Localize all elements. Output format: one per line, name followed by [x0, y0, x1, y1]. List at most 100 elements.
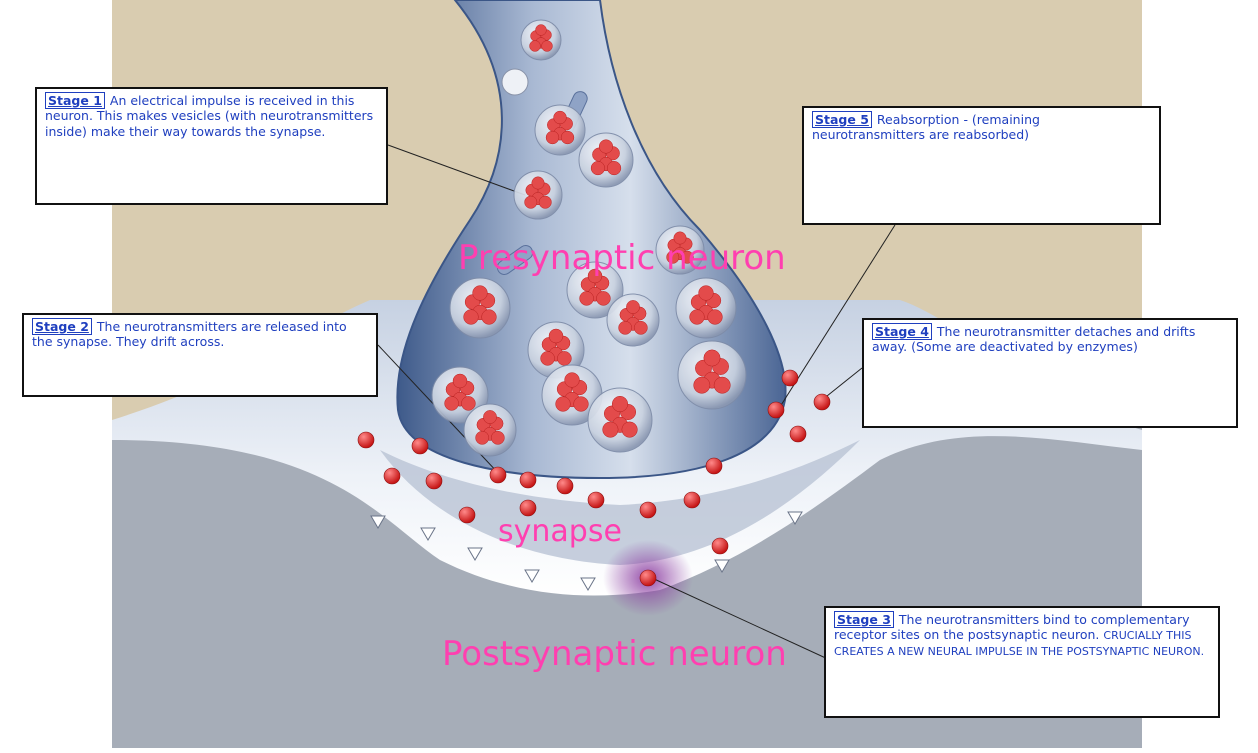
synaptic-cleft [380, 440, 860, 565]
neurotransmitter [683, 491, 701, 509]
vesicle [677, 340, 747, 410]
stage-5-tag: Stage 5 [812, 111, 872, 128]
vesicle-content [472, 285, 488, 301]
vesicle-content [564, 372, 580, 388]
vesicle-content [461, 396, 476, 411]
vesicle-content [463, 309, 479, 325]
vesicle [578, 132, 634, 188]
vesicle-content [587, 268, 603, 284]
synapse-label: synapse [498, 514, 622, 549]
neurotransmitter [556, 477, 574, 495]
neurotransmitter [705, 457, 723, 475]
vesicle-content [481, 309, 497, 325]
vesicle [566, 261, 624, 319]
vesicle-content [540, 351, 555, 366]
vesicle-content [557, 351, 572, 366]
receptor-site [524, 569, 540, 583]
neurotransmitter [411, 437, 429, 455]
vesicle [606, 293, 660, 347]
neurotransmitter [639, 501, 657, 519]
leader-line-stage-1 [387, 144, 526, 196]
empty-vesicle [501, 68, 529, 96]
vesicle-content [598, 139, 614, 154]
mitochondrion [496, 245, 534, 275]
stage-3-tag: Stage 3 [834, 611, 894, 628]
presynaptic-label: Presynaptic neuron [458, 238, 786, 278]
vesicle-content [689, 309, 705, 325]
vesicle [655, 225, 705, 275]
vesicle-content [596, 291, 611, 306]
stage-3-text: The neurotransmitters bind to complement… [834, 612, 1190, 643]
vesicle-content [673, 231, 687, 245]
neurotransmitter [425, 472, 443, 490]
vesicle-content [535, 24, 547, 36]
stage-1-tag: Stage 1 [45, 92, 105, 109]
leader-line-stage-3 [651, 577, 831, 661]
vesicle-content [553, 110, 567, 125]
vesicle-content [475, 430, 490, 445]
neurotransmitter [639, 569, 657, 587]
vesicle [520, 19, 562, 61]
neurotransmitter [383, 467, 401, 485]
vesicle [463, 403, 517, 457]
vesicle-content [618, 320, 633, 335]
neurotransmitter [519, 471, 537, 489]
vesicle-content [573, 396, 589, 412]
neurotransmitter [711, 537, 729, 555]
stage-2-text: The neurotransmitters are released into … [32, 319, 347, 350]
vesicle-content [545, 130, 560, 145]
vesicle-group [431, 19, 747, 457]
receptor-site [370, 515, 386, 529]
vesicle [527, 321, 585, 379]
vesicle-content [703, 349, 721, 367]
neurotransmitter [813, 393, 831, 411]
vesicle-content [590, 161, 605, 176]
vesicle-content [541, 40, 553, 52]
neurotransmitter [587, 491, 605, 509]
neurotransmitter [767, 401, 785, 419]
vesicle-content [713, 376, 731, 394]
stage-4-text: The neurotransmitter detaches and drifts… [872, 324, 1196, 355]
vesicle-content [555, 396, 571, 412]
vesicle [675, 277, 737, 339]
stage-3-emphasis: CRUCIALLY THIS CREATES A NEW NEURAL IMPU… [834, 629, 1205, 658]
vesicle-content [611, 395, 629, 413]
vesicle-content [666, 250, 680, 264]
vesicle-content [524, 195, 538, 209]
postsynaptic-label: Postsynaptic neuron [442, 634, 787, 674]
vesicle [587, 387, 653, 453]
vesicle-content [529, 40, 541, 52]
receptor-site [714, 559, 730, 573]
neurotransmitter [519, 499, 537, 517]
vesicle-content [490, 430, 505, 445]
receptor-site [420, 527, 436, 541]
vesicle-content [680, 250, 694, 264]
receptor-site [580, 577, 596, 591]
vesicle-content [607, 161, 622, 176]
neurotransmitter [789, 425, 807, 443]
neurotransmitter [458, 506, 476, 524]
vesicle-content [621, 421, 638, 438]
vesicle-content [560, 130, 575, 145]
vesicle-content [483, 410, 497, 424]
stage-5-text: Reabsorption - (remaining neurotransmitt… [812, 112, 1040, 143]
vesicle [513, 170, 563, 220]
vesicle-content [548, 328, 564, 344]
vesicle-content [444, 396, 459, 411]
vesicle [449, 277, 511, 339]
leader-line-stage-4 [821, 367, 863, 401]
vesicle-content [602, 421, 619, 438]
vesicle-content [626, 300, 640, 314]
stage-4-tag: Stage 4 [872, 323, 932, 340]
receptor-group [370, 511, 803, 591]
receptor-site [787, 511, 803, 525]
vesicle-content [707, 309, 723, 325]
vesicle [534, 104, 586, 156]
vesicle-content [452, 373, 468, 389]
